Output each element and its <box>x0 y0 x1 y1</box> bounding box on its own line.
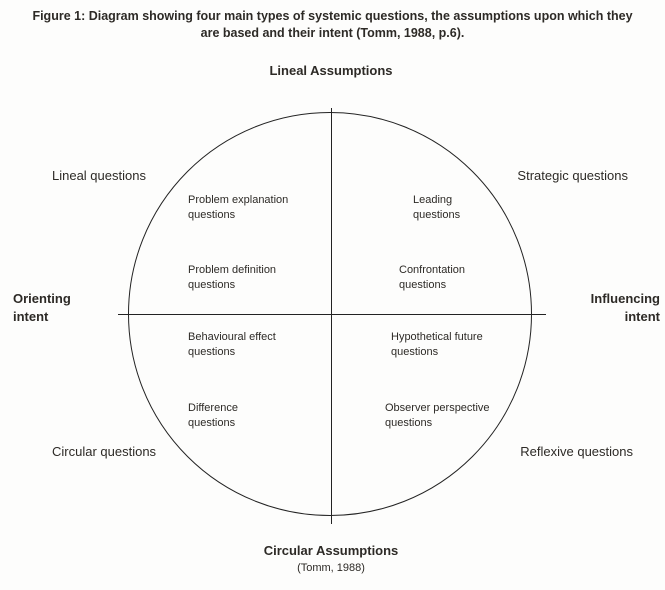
hypothetical-future-questions: Hypothetical future questions <box>391 331 483 358</box>
circular-assumptions-label: Circular Assumptions <box>263 543 399 558</box>
problem-definition-questions: Problem definition questions <box>188 264 277 291</box>
figure-caption: Figure 1: Diagram showing four main type… <box>32 9 633 40</box>
confrontation-questions: Confrontation questions <box>399 264 466 291</box>
tomm-citation: (Tomm, 1988) <box>297 562 365 574</box>
strategic-questions-label: Strategic questions <box>517 168 628 183</box>
horizontal-axis-line <box>118 314 546 315</box>
lineal-questions-label: Lineal questions <box>52 168 146 183</box>
problem-explanation-questions: Problem explanation questions <box>188 194 289 221</box>
reflexive-questions-label: Reflexive questions <box>520 444 633 459</box>
leading-questions: Leading questions <box>413 194 461 221</box>
lineal-assumptions-label: Lineal Assumptions <box>269 63 393 78</box>
orienting-intent-label: Orienting intent <box>13 291 71 324</box>
behavioural-effect-questions: Behavioural effect questions <box>188 331 276 358</box>
difference-questions: Difference questions <box>188 402 238 429</box>
influencing-intent-label: Influencing intent <box>590 291 660 324</box>
circular-questions-label: Circular questions <box>52 444 157 459</box>
vertical-axis-line <box>331 108 332 524</box>
observer-perspective-questions: Observer perspective questions <box>385 402 490 429</box>
